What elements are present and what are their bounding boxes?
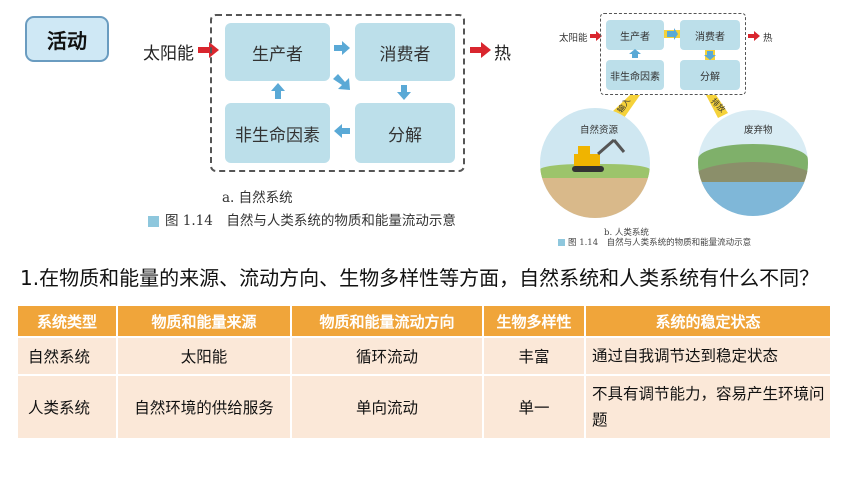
- diagram-a-abiotic-box: 非生命因素: [225, 103, 330, 163]
- table-cell: 单向流动: [292, 374, 484, 438]
- diagram-a-decomposer-box: 分解: [355, 103, 455, 163]
- table-cell: 丰富: [484, 336, 586, 374]
- comparison-table: 系统类型 物质和能量来源 物质和能量流动方向 生物多样性 系统的稳定状态 自然系…: [18, 306, 830, 438]
- table-cell: 自然系统: [18, 336, 118, 374]
- natural-resources-illustration: [540, 108, 650, 218]
- diagram-a-consumer-label: 消费者: [379, 44, 431, 65]
- diagram-b-input-arrow-icon: [590, 31, 602, 41]
- table-cell: 自然环境的供给服务: [118, 374, 292, 438]
- diagram-a-system-boundary: [210, 14, 465, 172]
- diagram-b-abiotic-box: 非生命因素: [606, 60, 664, 90]
- header-source: 物质和能量来源: [118, 306, 292, 336]
- output-arrow-icon: [470, 42, 491, 58]
- figure-caption: 图 1.14 自然与人类系统的物质和能量流动示意: [148, 209, 456, 229]
- diagram-b-input-label: 太阳能: [559, 33, 588, 44]
- diagram-a-producer-box: 生产者: [225, 23, 330, 81]
- figure-marker-icon: [148, 216, 159, 227]
- waste-label: 废弃物: [744, 125, 773, 136]
- header-system-type: 系统类型: [18, 306, 118, 336]
- table-cell: 人类系统: [18, 374, 118, 438]
- diagram-b-consumer-label: 消费者: [695, 31, 725, 43]
- activity-badge: 活动: [25, 16, 109, 62]
- table-cell: 单一: [484, 374, 586, 438]
- table-cell: 通过自我调节达到稳定状态: [586, 336, 830, 374]
- table-row: 自然系统 太阳能 循环流动 丰富 通过自我调节达到稳定状态: [18, 336, 830, 374]
- input-arrow-icon: [198, 42, 219, 58]
- diagram-a-producer-label: 生产者: [252, 44, 303, 65]
- header-stability: 系统的稳定状态: [586, 306, 830, 336]
- diagram-b-figure-caption: 图 1.14 自然与人类系统的物质和能量流动示意: [558, 236, 751, 248]
- table-cell: 不具有调节能力，容易产生环境问题: [586, 374, 830, 438]
- diagram-b-producer-label: 生产者: [620, 31, 650, 43]
- diagram-b-abiotic-label: 非生命因素: [610, 71, 660, 83]
- activity-label: 活动: [47, 28, 87, 53]
- diagram-b-output-label: 热: [763, 33, 773, 44]
- table-cell: 循环流动: [292, 336, 484, 374]
- diagram-b-flow-icon: [612, 28, 728, 118]
- diagram-a-flow-arrows-icon: [271, 41, 411, 138]
- diagram-a-decomposer-label: 分解: [388, 125, 422, 146]
- diagram-b-output-arrow-icon: [748, 31, 760, 41]
- table-cell: 太阳能: [118, 336, 292, 374]
- diagram-b-system-boundary: [600, 13, 746, 95]
- figure-title: 自然与人类系统的物质和能量流动示意: [226, 213, 456, 229]
- figure-number: 图 1.14: [165, 213, 213, 229]
- diagram-b: 太阳能 生产者 消费者 非生命因素 分解 热 输入 排放: [540, 0, 850, 250]
- table-header-row: 系统类型 物质和能量来源 物质和能量流动方向 生物多样性 系统的稳定状态: [18, 306, 830, 336]
- diagram-b-figure-caption-text: 图 1.14 自然与人类系统的物质和能量流动示意: [568, 238, 752, 248]
- diagram-b-figure-marker-icon: [558, 239, 565, 246]
- diagram-a-output-label: 热: [494, 44, 511, 64]
- excavator-icon: [572, 138, 626, 172]
- diagram-b-producer-box: 生产者: [606, 20, 664, 50]
- diagram-a: 太阳能 生产者 消费者 非生命因素 分解 热 a. 自然系统 图 1.14 自然…: [0, 0, 520, 240]
- diagram-a-caption: a. 自然系统: [222, 190, 293, 206]
- header-biodiversity: 生物多样性: [484, 306, 586, 336]
- diagram-a-consumer-box: 消费者: [355, 23, 455, 81]
- diagram-a-input-label: 太阳能: [143, 44, 194, 64]
- table-row: 人类系统 自然环境的供给服务 单向流动 单一 不具有调节能力，容易产生环境问题: [18, 374, 830, 438]
- natural-resources-label: 自然资源: [580, 125, 619, 136]
- question-text: 1.在物质和能量的来源、流动方向、生物多样性等方面，自然系统和人类系统有什么不同…: [20, 266, 820, 290]
- diagram-b-decomposer-box: 分解: [680, 60, 740, 90]
- diagram-a-abiotic-label: 非生命因素: [235, 125, 320, 146]
- diagram-b-caption: b. 人类系统: [604, 228, 649, 238]
- diagram-b-consumer-box: 消费者: [680, 20, 740, 50]
- diagram-b-decomposer-label: 分解: [700, 71, 720, 83]
- waste-illustration: [698, 110, 808, 216]
- header-flow-direction: 物质和能量流动方向: [292, 306, 484, 336]
